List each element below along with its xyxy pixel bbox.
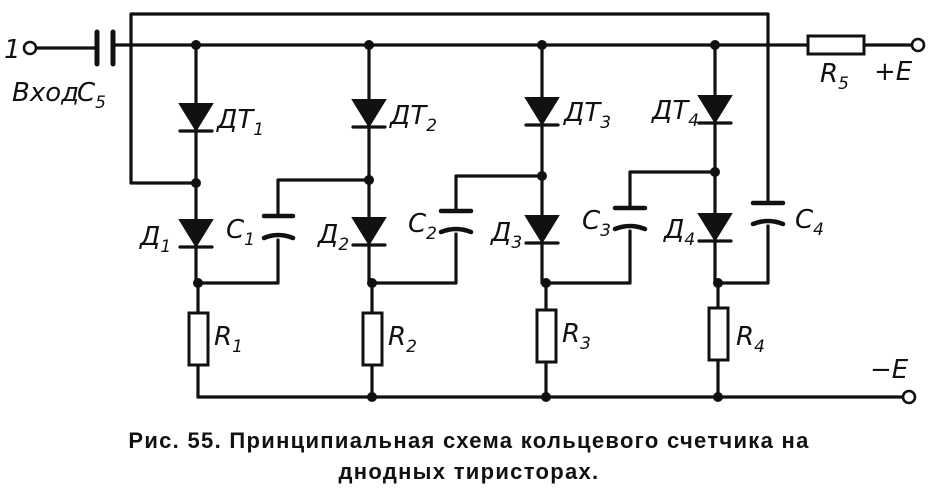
diode-d2: [351, 217, 387, 247]
label-r1: R1: [214, 322, 243, 357]
label-c2: C2: [408, 209, 437, 244]
c2-wire-bottom: [370, 232, 458, 285]
label-r4: R4: [736, 322, 765, 357]
capacitor-c3: [612, 205, 648, 232]
label-c5: C5: [77, 78, 106, 113]
capacitor-c4: [750, 200, 786, 227]
dinistor-dt2: [351, 99, 387, 129]
label-input-text: Вход: [12, 78, 79, 108]
label-d3: Д3: [490, 218, 522, 253]
c2-wire-top: [454, 174, 544, 212]
label-c3: C3: [582, 206, 611, 241]
capacitor-c5: [94, 29, 116, 67]
c4-wire-bottom: [716, 224, 770, 285]
dinistor-dt4: [697, 95, 733, 125]
capacitor-c1: [261, 213, 296, 241]
dinistor-dt1: [178, 103, 214, 133]
c1-wire-top: [276, 178, 371, 217]
diode-d4: [697, 213, 733, 243]
label-plus-e: +E: [874, 57, 913, 87]
label-minus-e: −E: [870, 355, 909, 385]
resistor-r4: [707, 306, 730, 362]
label-r5: R5: [820, 59, 849, 94]
resistor-r5: [806, 34, 866, 56]
resistor-r2: [361, 311, 384, 367]
diode-d3: [524, 215, 560, 245]
junctions: [191, 40, 723, 402]
wires: [34, 12, 914, 399]
label-dt4: ДT4: [651, 96, 699, 131]
figure-caption-line1: Рис. 55. Принципиальная схема кольцевого…: [128, 428, 810, 453]
figure-caption-line2: днодных тиристорах.: [338, 459, 600, 484]
label-dt1: ДT1: [216, 105, 264, 140]
input-terminal: [22, 40, 38, 56]
label-d2: Д2: [317, 220, 349, 255]
capacitor-c2: [438, 208, 474, 235]
dinistor-dt3: [524, 97, 560, 127]
feedback-loop: [129, 12, 770, 202]
c3-wire-top: [628, 170, 717, 209]
ring-counter-schematic: 1 Вход C5 R5 +E −E ДT1 ДT2 ДT3 ДT4 Д1 Д2…: [4, 12, 926, 405]
label-dt3: ДT3: [563, 98, 611, 133]
label-d1: Д1: [139, 222, 171, 257]
c3-wire-bottom: [544, 229, 632, 285]
plus-e-terminal: [910, 37, 926, 53]
resistor-r1: [187, 311, 210, 367]
label-dt2: ДT2: [389, 101, 437, 136]
label-input-number: 1: [4, 35, 21, 65]
minus-e-terminal: [901, 389, 917, 405]
c1-wire-bottom: [196, 238, 280, 285]
resistor-r3: [535, 308, 558, 364]
label-r2: R2: [388, 322, 417, 357]
label-c4: C4: [795, 205, 824, 240]
label-c1: C1: [226, 215, 255, 250]
diode-d1: [178, 219, 214, 249]
label-d4: Д4: [663, 215, 695, 250]
label-r3: R3: [562, 319, 591, 354]
